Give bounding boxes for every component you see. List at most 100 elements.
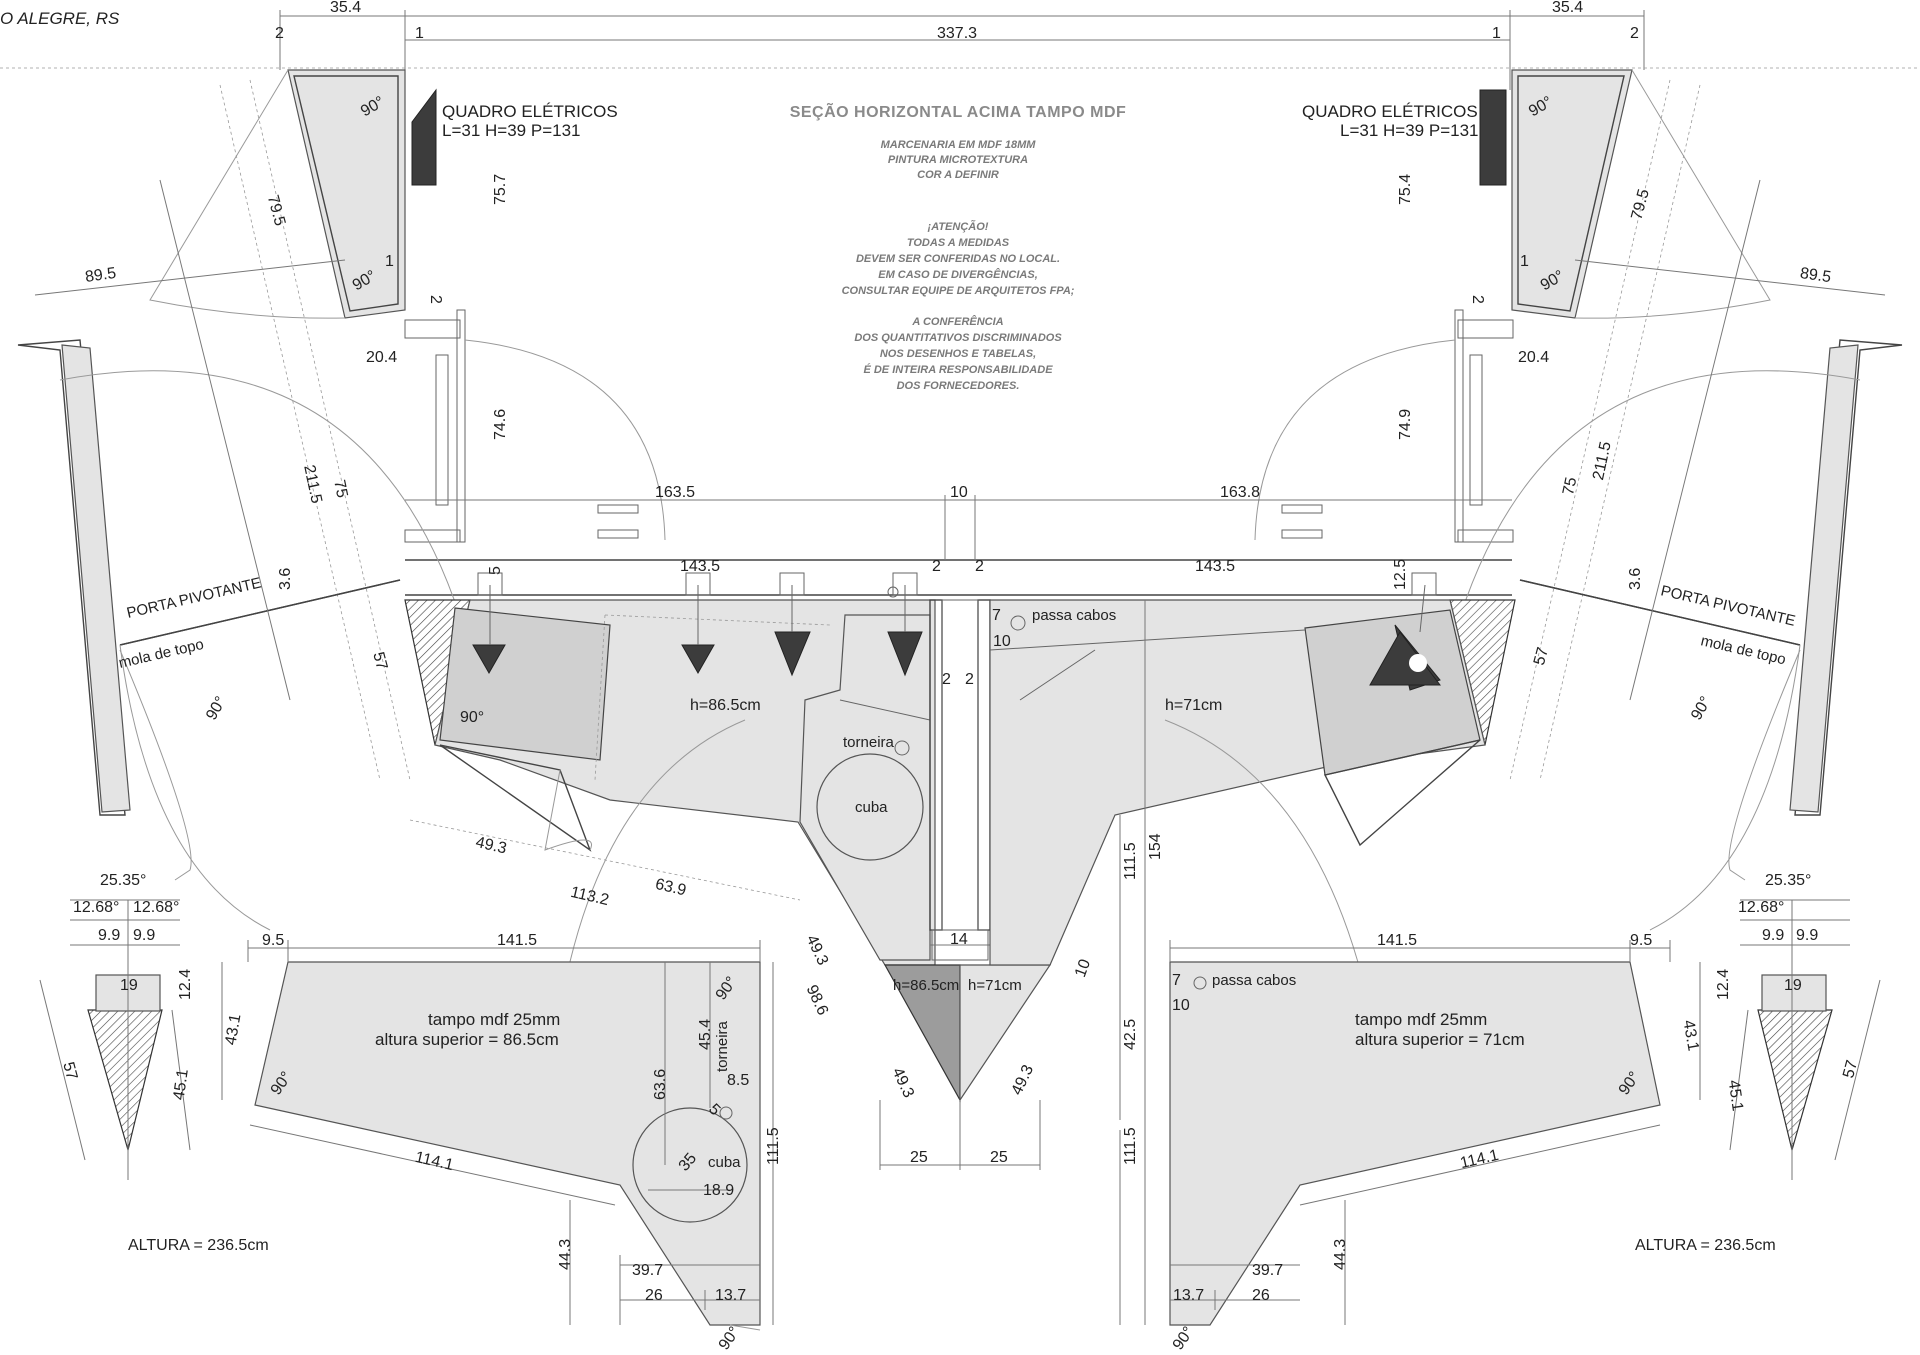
dim-143-5-right: 143.5 (1195, 558, 1235, 575)
dim-2-top-right: 2 (1630, 25, 1639, 42)
dim-63-9: 63.9 (654, 876, 688, 900)
door-spring-label-right: mola de topo (1699, 632, 1787, 668)
svg-text:PINTURA MICROTEXTURA: PINTURA MICROTEXTURA (888, 154, 1028, 166)
svg-text:TODAS A MEDIDAS: TODAS A MEDIDAS (907, 237, 1010, 249)
dim-25-35-left: 25.35° (100, 872, 146, 889)
dim-19-right: 19 (1784, 977, 1802, 994)
svg-text:DOS FORNECEDORES.: DOS FORNECEDORES. (897, 380, 1020, 392)
dim-45-1-left: 45.1 (171, 1068, 192, 1101)
dim-26-right: 26 (1252, 1287, 1270, 1304)
dim-111-5-plan-left: 111.5 (765, 1127, 782, 1165)
side-section-left (39, 899, 191, 1180)
attention-notes: ¡ATENÇÃO! TODAS A MEDIDAS DEVEM SER CONF… (842, 220, 1075, 297)
panel-title-left: QUADRO ELÉTRICOS (442, 102, 618, 121)
dim-57-right: 57 (1531, 645, 1552, 667)
svg-text:DOS QUANTITATIVOS DISCRIMINADO: DOS QUANTITATIVOS DISCRIMINADOS (854, 332, 1062, 344)
svg-text:EM CASO DE DIVERGÊNCIAS,: EM CASO DE DIVERGÊNCIAS, (878, 268, 1038, 281)
dim-7-plan: 7 (1172, 972, 1181, 989)
dim-2-center-left: 2 (932, 558, 941, 575)
dim-45-4: 45.4 (697, 1019, 714, 1050)
dim-26-left: 26 (645, 1287, 663, 1304)
sink-circle (816, 753, 924, 861)
dim-25-b: 25 (990, 1149, 1008, 1166)
door-spring-label-left: mola de topo (117, 636, 205, 672)
dim-114-1-right: 114.1 (1459, 1147, 1501, 1172)
dim-12-5: 12.5 (1392, 559, 1409, 590)
dim-18-9: 18.9 (703, 1182, 734, 1199)
dim-43-1-right: 43.1 (1679, 1019, 1701, 1053)
dim-57-side-left: 57 (59, 1060, 80, 1082)
dim-9-9-left-a: 9.9 (98, 927, 120, 944)
dim-75-4: 75.4 (1397, 174, 1414, 205)
top-dimension-lines (0, 10, 1920, 90)
dim-10-plan: 10 (1172, 997, 1190, 1014)
dim-2-cab-left: 2 (427, 295, 444, 304)
cap-height-left: h=86.5cm (893, 977, 959, 994)
pivot-door-right (1449, 179, 1903, 931)
dim-10-cap: 10 (1072, 957, 1094, 980)
dim-39-7-right: 39.7 (1252, 1262, 1283, 1279)
countertop-height-right: altura superior = 71cm (1355, 1030, 1525, 1049)
dim-49-3-a: 49.3 (474, 834, 508, 858)
dim-9-9-right-b: 9.9 (1796, 927, 1818, 944)
dim-89-5-right: 89.5 (1799, 265, 1832, 286)
cable-pass-label-top: passa cabos (1032, 607, 1116, 624)
dim-20-4-left: 20.4 (366, 349, 397, 366)
spec-notes: MARCENARIA EM MDF 18MM PINTURA MICROTEXT… (881, 139, 1037, 181)
responsibility-notes: A CONFERÊNCIA DOS QUANTITATIVOS DISCRIMI… (854, 315, 1062, 392)
svg-text:CONSULTAR EQUIPE DE ARQUITETOS: CONSULTAR EQUIPE DE ARQUITETOS FPA; (842, 285, 1075, 297)
cap-height-right: h=71cm (968, 977, 1022, 994)
svg-text:COR A DEFINIR: COR A DEFINIR (917, 169, 999, 181)
total-height-left: ALTURA = 236.5cm (128, 1237, 269, 1254)
dim-42-5: 42.5 (1122, 1019, 1139, 1050)
dim-35-4-right: 35.4 (1552, 0, 1583, 16)
svg-text:DEVEM SER CONFERIDAS NO LOCAL.: DEVEM SER CONFERIDAS NO LOCAL. (856, 253, 1060, 265)
total-height-right: ALTURA = 236.5cm (1635, 1237, 1776, 1254)
dim-14: 14 (950, 931, 968, 948)
dim-2-top-left: 2 (275, 25, 284, 42)
dim-5-left: 5 (487, 566, 504, 575)
dim-141-5-left: 141.5 (497, 932, 537, 949)
dim-25-a: 25 (910, 1149, 928, 1166)
dim-90-door-left: 90° (203, 694, 230, 723)
dim-1-cab-right: 1 (1520, 253, 1529, 270)
dim-49-3-b: 49.3 (803, 933, 832, 968)
dim-143-5-left: 143.5 (680, 558, 720, 575)
sink-label-plan: cuba (708, 1154, 741, 1171)
dim-75-left: 75 (330, 478, 350, 499)
dim-13-7-left: 13.7 (715, 1287, 746, 1304)
electrical-cabinet-right (1479, 69, 1886, 781)
dim-20-4-right: 20.4 (1518, 349, 1549, 366)
dim-1-cab-left: 1 (385, 253, 394, 270)
dim-44-3-right: 44.3 (1332, 1239, 1349, 1270)
dim-49-3-c: 49.3 (889, 1065, 918, 1100)
dim-7-top: 7 (992, 607, 1001, 624)
dim-2-center-a: 2 (942, 671, 951, 688)
dim-114-1-left: 114.1 (413, 1149, 455, 1174)
dim-13-7-right: 13.7 (1173, 1287, 1204, 1304)
countertop-title-left: tampo mdf 25mm (428, 1010, 560, 1029)
panel-size-right: L=31 H=39 P=131 (1340, 121, 1478, 140)
dim-3-6-right: 3.6 (1627, 568, 1644, 590)
svg-text:MARCENARIA EM MDF 18MM: MARCENARIA EM MDF 18MM (881, 139, 1037, 151)
sink-circle-plan (632, 1107, 748, 1223)
dim-89-5-left: 89.5 (84, 265, 117, 286)
dim-12-4-left: 12.4 (177, 969, 194, 1000)
dim-141-5-right: 141.5 (1377, 932, 1417, 949)
side-section-right (1729, 899, 1881, 1180)
dim-49-3-d: 49.3 (1009, 1062, 1038, 1097)
dim-35-4-left: 35.4 (330, 0, 361, 16)
dim-57-side-right: 57 (1840, 1058, 1861, 1080)
dim-2-center-right: 2 (975, 558, 984, 575)
dim-45-1-right: 45.1 (1725, 1079, 1746, 1112)
panel-wedge-left (411, 88, 437, 186)
dim-90-bottom-right: 90° (1170, 1324, 1198, 1354)
drawing-title: SEÇÃO HORIZONTAL ACIMA TAMPO MDF (790, 101, 1127, 121)
sink-label: cuba (855, 799, 888, 816)
pivot-door-left (17, 179, 471, 931)
countertop-plan-right (1119, 940, 1701, 1326)
header-location: O ALEGRE, RS (0, 9, 120, 28)
svg-text:NOS DESENHOS E TABELAS,: NOS DESENHOS E TABELAS, (880, 348, 1036, 360)
electrical-cabinet-left (34, 69, 437, 781)
